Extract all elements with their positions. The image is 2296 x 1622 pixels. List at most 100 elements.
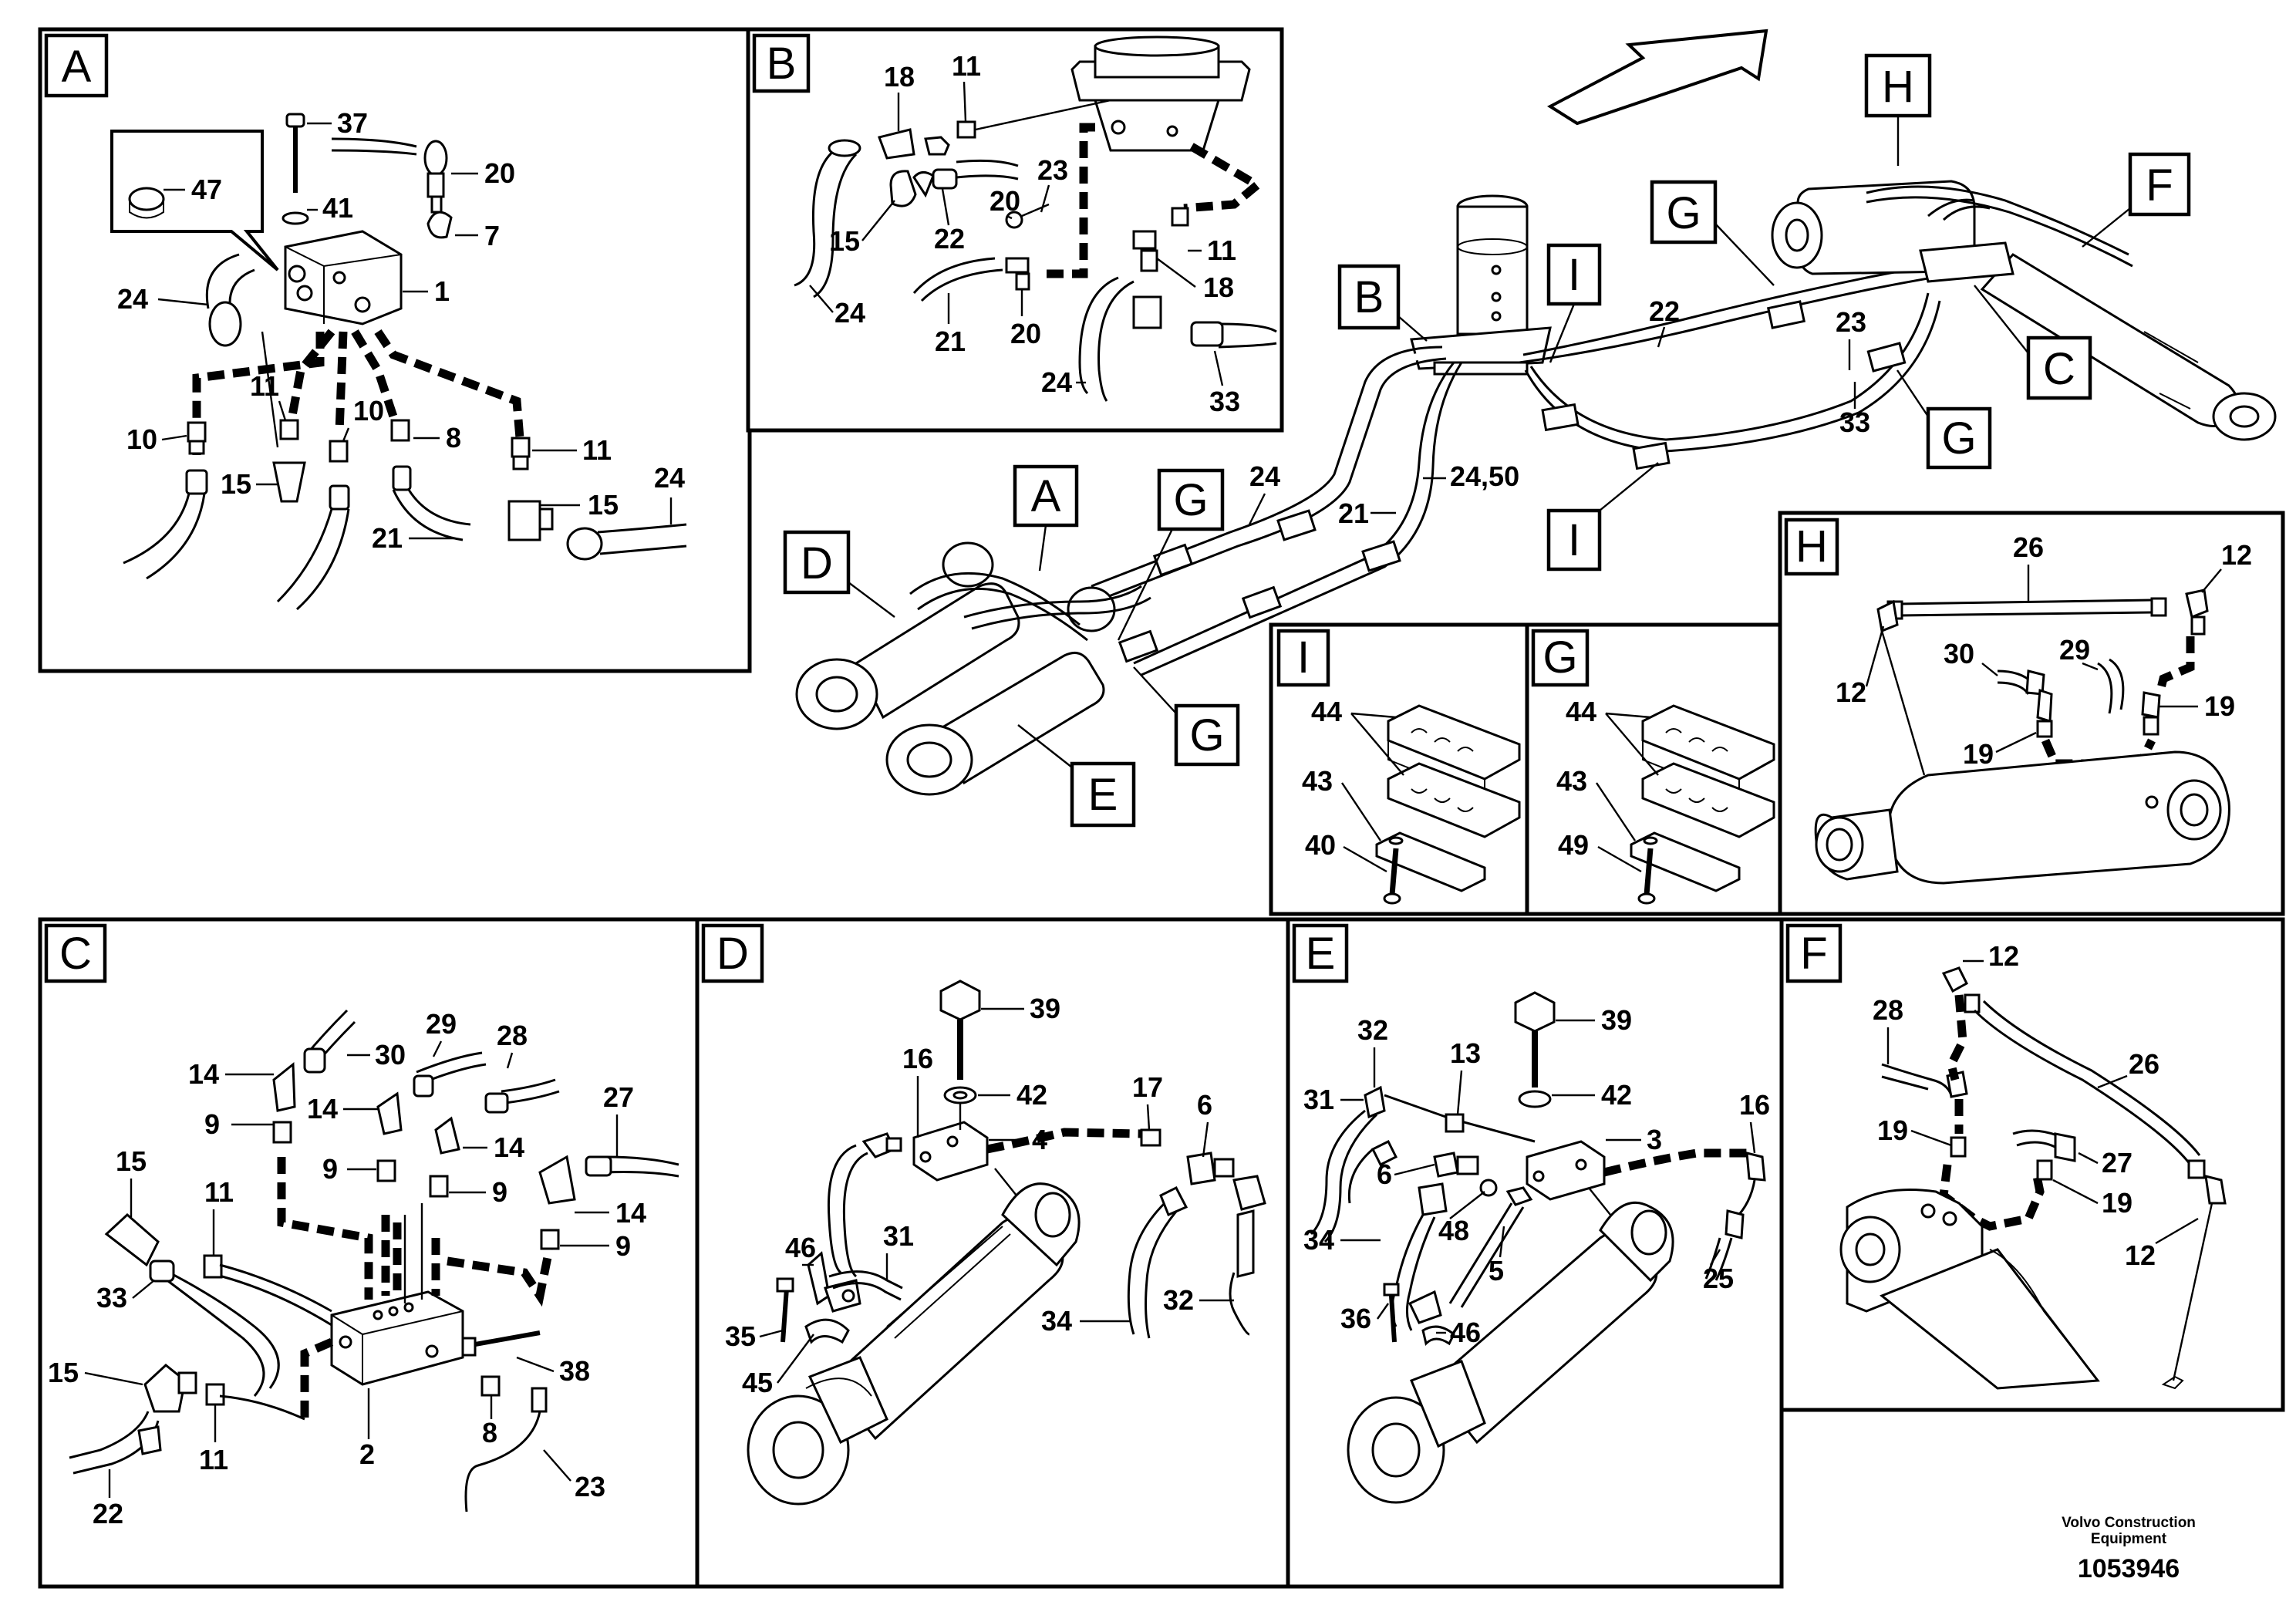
part-number-label: 20	[484, 157, 515, 189]
part-number-label: 21	[935, 325, 966, 357]
part-number-label: 14	[188, 1058, 219, 1090]
part-number-label: 12	[2125, 1239, 2156, 1271]
part-number-label: 3	[1647, 1124, 1662, 1155]
view-letter-label: I	[1568, 250, 1580, 300]
view-letter-label: G	[1542, 632, 1577, 683]
part-number-label: 15	[829, 225, 860, 257]
part-number-label: 32	[1357, 1014, 1388, 1046]
part-number-label: 14	[494, 1131, 524, 1163]
part-number-label: 37	[337, 107, 368, 139]
part-number-label: 22	[93, 1498, 123, 1529]
panel-d-labels: 39 16 42 4 17 6 31 46 35 45 34 32	[725, 993, 1234, 1398]
part-number-label: 11	[582, 434, 612, 466]
panel-h-labels: 26 12 30 29 12 19 19	[1836, 531, 2252, 770]
part-number-label: 12	[1988, 940, 2019, 972]
part-number-label: 18	[1203, 271, 1234, 303]
part-number-label: 14	[307, 1093, 338, 1125]
part-number-label: 12	[2221, 539, 2252, 571]
part-number-label: 31	[1303, 1084, 1334, 1115]
part-number-label: 6	[1197, 1089, 1212, 1121]
panel-h-tag: H	[1784, 518, 1839, 576]
part-number-label: 23	[575, 1471, 605, 1502]
panel-f-drawing	[1839, 966, 2227, 1390]
part-number-label: 15	[116, 1145, 147, 1177]
part-number-label: 19	[1877, 1114, 1908, 1146]
part-number-label: 16	[1739, 1089, 1770, 1121]
part-number-label: 34	[1303, 1224, 1334, 1256]
part-number-label: 15	[588, 489, 619, 521]
footer-company-line2: Equipment	[2091, 1531, 2167, 1547]
panel-c-drawing	[69, 1009, 679, 1512]
view-letter-label: B	[767, 39, 797, 89]
view-letter-label: C	[59, 929, 92, 979]
part-number-label: 27	[603, 1081, 634, 1113]
part-number-label: 14	[615, 1197, 646, 1229]
part-number-label: 35	[725, 1320, 756, 1352]
part-number-label: 13	[1450, 1037, 1481, 1069]
part-number-label: 12	[1836, 676, 1866, 708]
overview-labels: H G F I B C 22 23	[783, 53, 2191, 828]
view-letter-label: C	[2043, 344, 2075, 394]
view-letter-label: B	[1354, 272, 1384, 322]
panel-g-tag: G	[1531, 629, 1590, 687]
part-number-label: 1	[434, 275, 450, 307]
panel-a-frame	[38, 27, 752, 673]
panel-a-drawing	[110, 113, 687, 611]
panel-i-labels: 44 43 40	[1302, 696, 1404, 873]
overview-drawing	[795, 29, 2277, 796]
part-number-label: 22	[1649, 295, 1680, 327]
part-number-label: 18	[884, 61, 915, 93]
panel-i-drawing	[1375, 704, 1521, 905]
part-number-label: 21	[1338, 497, 1369, 529]
panel-e-drawing	[1310, 991, 1766, 1504]
part-number-label: 42	[1601, 1079, 1632, 1111]
panel-e-tag: E	[1292, 923, 1349, 983]
part-number-label: 15	[221, 468, 251, 500]
part-number-label: 11	[952, 50, 981, 82]
part-number-label: 34	[1041, 1305, 1072, 1337]
part-number-label: 24	[117, 283, 148, 315]
panel-b-tag: B	[752, 33, 811, 93]
part-number-label: 32	[1163, 1284, 1194, 1316]
view-letter-label: G	[1941, 413, 1976, 464]
view-letter-label: A	[62, 42, 92, 92]
part-number-label: 24	[1249, 460, 1280, 492]
part-number-label: 7	[484, 220, 500, 251]
part-number-label: 28	[497, 1020, 528, 1051]
panel-b-drawing	[794, 35, 1277, 402]
part-number-label: 47	[191, 174, 222, 205]
view-letter-label: G	[1173, 475, 1208, 525]
panel-b-labels: 18 11 23 20 15 22 11 18 24 21 20 24 33	[809, 50, 1240, 417]
part-number-label: 11	[250, 370, 279, 402]
part-number-label: 26	[2013, 531, 2044, 563]
view-letter-label: D	[716, 929, 749, 979]
part-number-label: 19	[1963, 738, 1994, 770]
part-number-label: 28	[1873, 994, 1903, 1026]
part-number-label: 24	[1041, 366, 1072, 398]
part-number-label: 6	[1377, 1158, 1392, 1190]
part-number-label: 25	[1703, 1263, 1734, 1294]
part-number-label: 9	[492, 1176, 507, 1208]
view-letter-label: E	[1088, 770, 1118, 820]
part-number-label: 46	[1450, 1317, 1481, 1348]
panel-d-tag: D	[701, 923, 764, 983]
part-number-label: 48	[1438, 1215, 1469, 1246]
part-number-label: 39	[1030, 993, 1060, 1024]
panel-a-tag: A	[44, 33, 109, 98]
part-number-label: 5	[1489, 1255, 1504, 1286]
part-number-label: 43	[1556, 765, 1587, 797]
part-number-label: 36	[1340, 1303, 1371, 1334]
part-number-label: 16	[902, 1043, 933, 1074]
footer-credit: Volvo Construction Equipment 1053946	[2062, 1515, 2196, 1583]
view-letter-label: G	[1189, 710, 1224, 760]
view-letter-label: F	[1800, 929, 1827, 979]
part-number-label: 24	[834, 297, 865, 329]
part-number-label: 49	[1558, 829, 1589, 861]
part-number-label: 11	[199, 1444, 228, 1475]
part-number-label: 24,50	[1450, 460, 1519, 492]
view-letter-label: A	[1031, 471, 1061, 521]
part-number-label: 33	[1839, 406, 1870, 438]
part-number-label: 42	[1017, 1079, 1047, 1111]
part-number-label: 19	[2102, 1187, 2132, 1219]
part-number-label: 22	[934, 223, 965, 255]
